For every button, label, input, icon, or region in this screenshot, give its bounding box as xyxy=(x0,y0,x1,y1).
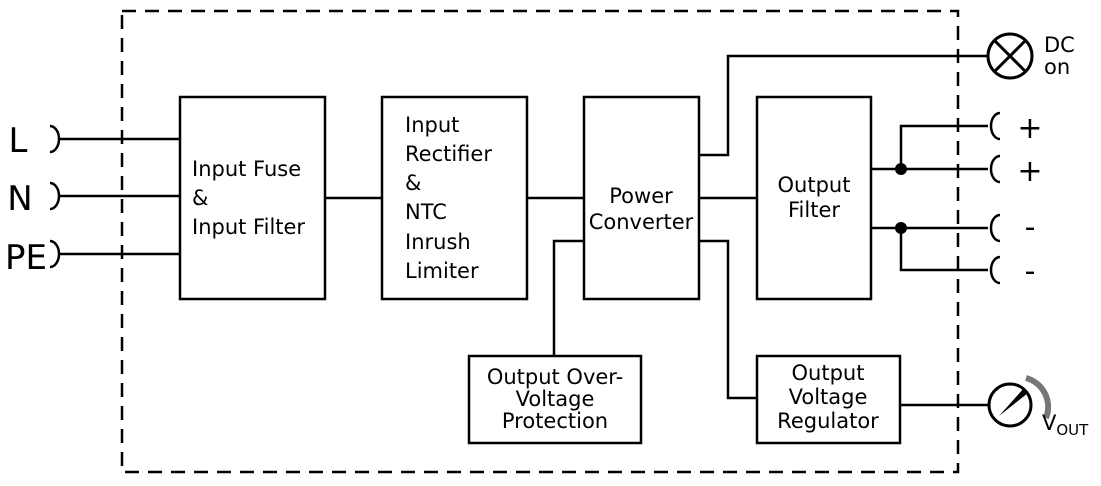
regulator-line2: Voltage xyxy=(789,385,868,409)
rectifier-line3: & xyxy=(405,171,421,195)
vout-label-sub: OUT xyxy=(1056,421,1089,439)
rectifier-line1: Input xyxy=(405,113,459,137)
enclosure-boundary xyxy=(120,9,960,474)
block-input-fuse-filter: Input Fuse & Input Filter xyxy=(178,95,327,301)
rectifier-line6: Limiter xyxy=(405,259,479,283)
terminal-minus-1-label: - xyxy=(1025,210,1036,245)
terminal-l-label: L xyxy=(9,121,28,161)
junction-negative xyxy=(895,222,907,234)
wire-output-negative xyxy=(871,226,988,272)
ovp-line2: Voltage xyxy=(516,387,595,411)
terminal-plus-1-label: + xyxy=(1017,111,1042,146)
output-filter-line1: Output xyxy=(778,173,851,197)
wire-converter-to-dc-on xyxy=(699,54,988,157)
vout-adjust-dial-icon xyxy=(987,375,1052,428)
output-filter-line2: Filter xyxy=(788,198,840,222)
wire-ovp-to-converter xyxy=(552,239,584,356)
regulator-line1: Output xyxy=(792,361,865,385)
junction-positive xyxy=(895,163,907,175)
input-fuse-line3: Input Filter xyxy=(192,215,305,239)
block-output-over-voltage-protection: Output Over- Voltage Protection xyxy=(467,354,643,445)
power-converter-line2: Converter xyxy=(589,210,694,234)
terminal-pe-label: PE xyxy=(5,238,47,278)
ovp-line3: Protection xyxy=(502,409,608,433)
ovp-line1: Output Over- xyxy=(487,365,623,389)
terminal-minus-2-label: - xyxy=(1025,254,1036,289)
input-fuse-line1: Input Fuse xyxy=(192,157,301,181)
vout-label: VOUT xyxy=(1042,411,1089,439)
dc-on-lamp-icon xyxy=(986,32,1034,80)
block-output-filter: Output Filter xyxy=(755,95,873,301)
wire-output-positive xyxy=(871,124,988,171)
terminal-minus-2 xyxy=(989,255,1001,285)
rectifier-line5: Inrush xyxy=(405,230,471,254)
dc-on-label-line2: on xyxy=(1044,55,1070,79)
terminal-n-label: N xyxy=(7,179,32,219)
block-power-converter: Power Converter xyxy=(582,95,701,301)
rectifier-line2: Rectifier xyxy=(405,142,492,166)
dc-on-label-line1: DC xyxy=(1044,33,1075,57)
terminal-n: N xyxy=(7,179,180,219)
terminal-l: L xyxy=(9,121,180,161)
block-output-voltage-regulator: Output Voltage Regulator xyxy=(755,354,902,445)
terminal-plus-1 xyxy=(989,111,1001,141)
rectifier-line4: NTC xyxy=(405,200,447,224)
terminal-plus-2-label: + xyxy=(1017,154,1042,189)
vout-label-main: V xyxy=(1042,411,1057,435)
block-rectifier-ntc: Input Rectifier & NTC Inrush Limiter xyxy=(380,95,529,301)
wire-converter-to-regulator xyxy=(699,239,757,400)
power-converter-line1: Power xyxy=(609,184,673,208)
terminal-minus-1 xyxy=(989,213,1001,243)
regulator-line3: Regulator xyxy=(777,409,879,433)
terminal-pe: PE xyxy=(5,238,180,278)
terminal-plus-2 xyxy=(989,154,1001,184)
input-fuse-line2: & xyxy=(192,186,208,210)
